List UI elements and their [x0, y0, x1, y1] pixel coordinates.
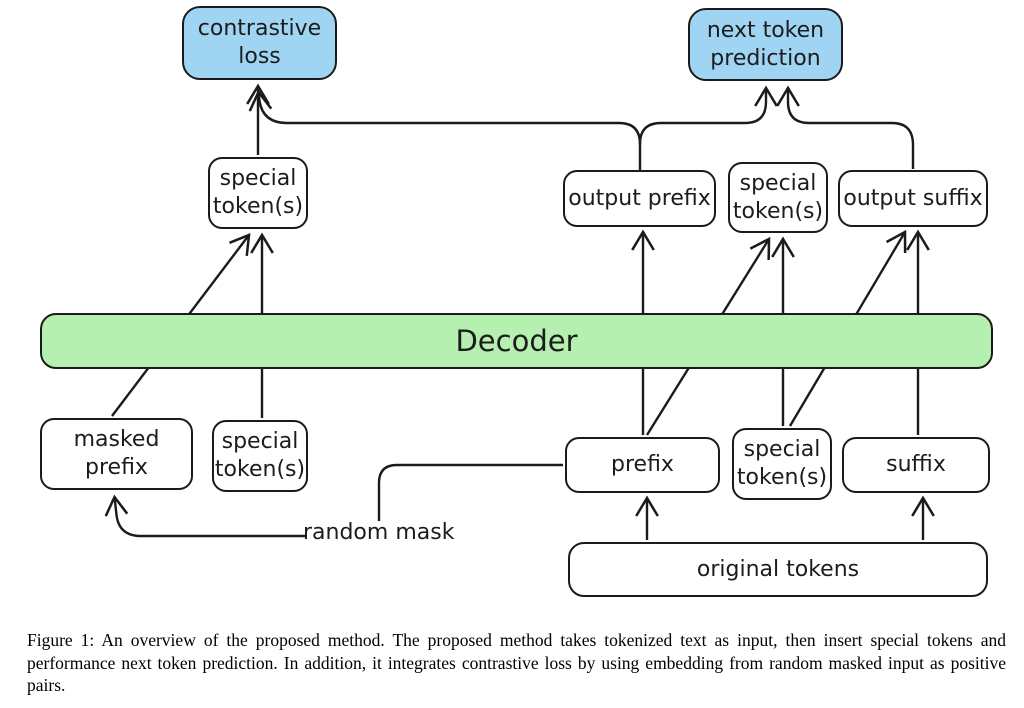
- node-masked-prefix: masked prefix: [40, 418, 193, 490]
- edge-output-suffix-to-next-token-prediction: [776, 85, 915, 169]
- figure-caption: Figure 1: An overview of the proposed me…: [27, 630, 1006, 695]
- node-contrastive-loss-label: contrastive loss: [197, 16, 322, 69]
- node-next-token-prediction: next token prediction: [688, 8, 843, 81]
- node-special-tokens-mid-label: special token(s): [732, 170, 824, 224]
- node-special-tokens-bottom-right: special token(s): [732, 428, 832, 500]
- node-prefix: prefix: [565, 437, 720, 493]
- node-output-prefix: output prefix: [563, 170, 716, 227]
- node-original-tokens: original tokens: [568, 542, 988, 597]
- node-prefix-label: prefix: [611, 452, 674, 478]
- node-special-tokens-bottom-left: special token(s): [212, 420, 308, 492]
- diagram-arrows: [104, 83, 935, 540]
- node-special-tokens-top: special token(s): [208, 157, 308, 229]
- node-next-token-prediction-label: next token prediction: [706, 17, 825, 71]
- node-suffix: suffix: [842, 437, 990, 493]
- node-decoder-label: Decoder: [455, 323, 578, 358]
- node-special-tokens-bottom-right-label: special token(s): [736, 437, 828, 490]
- node-decoder: Decoder: [40, 313, 993, 369]
- node-output-prefix-label: output prefix: [568, 185, 711, 211]
- edge-output-prefix-to-contrastive-loss: [248, 89, 642, 145]
- node-masked-prefix-label: masked prefix: [73, 427, 160, 480]
- node-suffix-label: suffix: [886, 452, 946, 478]
- edge-random-mask-to-masked-prefix: [104, 494, 306, 538]
- node-output-suffix: output suffix: [838, 170, 988, 227]
- node-special-tokens-bottom-left-label: special token(s): [214, 429, 306, 482]
- edge-output-prefix-to-next-token-prediction: [638, 85, 778, 145]
- node-special-tokens-top-label: special token(s): [212, 166, 304, 219]
- edge-prefix-to-random-mask: [377, 463, 563, 521]
- random-mask-label: random mask: [303, 520, 455, 545]
- node-original-tokens-label: original tokens: [696, 556, 860, 582]
- node-special-tokens-mid: special token(s): [728, 162, 828, 233]
- node-output-suffix-label: output suffix: [843, 185, 983, 211]
- node-contrastive-loss: contrastive loss: [182, 6, 337, 80]
